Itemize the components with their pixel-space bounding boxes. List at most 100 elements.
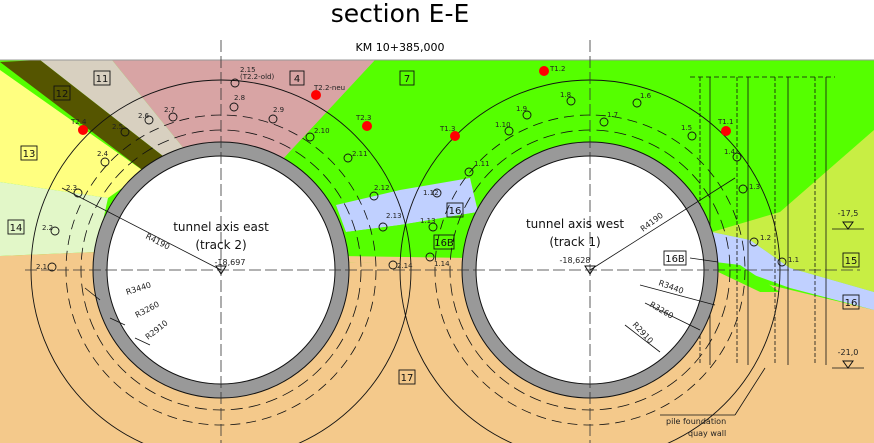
point-marker [47, 262, 57, 272]
level-marker-icon [215, 265, 227, 275]
point-label: 2.13 [386, 212, 402, 220]
point-marker [73, 188, 83, 198]
point-marker [522, 110, 532, 120]
point-marker [777, 257, 787, 267]
point-label: 2.1 [36, 263, 47, 271]
point-label: 1.1 [788, 256, 799, 264]
point-marker [168, 112, 178, 122]
point-marker [120, 127, 130, 137]
point-label: 2.10 [314, 127, 330, 135]
point-label: 2.15 [240, 66, 256, 74]
point-label: 1.3 [749, 183, 760, 191]
survey-marker-label: T1.2 [549, 65, 565, 73]
point-marker [388, 260, 398, 270]
survey-marker-label: T2.3 [355, 114, 371, 122]
point-label: 2.9 [273, 106, 284, 114]
point-label: 2.14 [397, 262, 413, 270]
point-marker [632, 98, 642, 108]
tunnel-west-name: tunnel axis west [526, 217, 624, 231]
pile-note-line2: quay wall [688, 429, 726, 438]
layer-label-16B: 16B [434, 238, 454, 249]
point-marker [749, 237, 759, 247]
chainage-label: KM 10+385,000 [356, 41, 445, 54]
point-label: 1.2 [760, 234, 771, 242]
survey-marker-dot [311, 90, 321, 100]
point-marker [50, 226, 60, 236]
layer-label-15: 15 [845, 256, 858, 267]
layer-label-17: 17 [401, 373, 414, 384]
survey-marker-label: T1.3 [439, 125, 455, 133]
point-marker [464, 167, 474, 177]
point-label: 2.12 [374, 184, 390, 192]
point-marker [599, 117, 609, 127]
radius-lines [61, 177, 766, 416]
layer-16-blue-middle [336, 178, 478, 232]
point-label: 2.7 [164, 106, 175, 114]
layer-17-right [718, 272, 874, 443]
point-label: 1.7 [607, 111, 618, 119]
point-label: 1.10 [495, 121, 511, 129]
point-marker [229, 102, 239, 112]
point-marker [305, 132, 315, 142]
point-label: 2.2 [42, 224, 53, 232]
point-label: 1.6 [640, 92, 652, 100]
point-marker [732, 152, 742, 162]
point-marker [343, 153, 353, 163]
survey-marker-dot [78, 125, 88, 135]
layer-label-14: 14 [10, 223, 23, 234]
level-upper: -17,5 [838, 209, 859, 218]
tunnel-east-elevation: -18,697 [215, 258, 246, 267]
layer-16B-right [715, 262, 780, 292]
layer-14-lightgreen [0, 182, 108, 256]
tunnel-west-elevation: -18,628 [560, 256, 591, 265]
point-marker [230, 78, 240, 88]
point-label: 2.3 [66, 184, 77, 192]
layer-label-13: 13 [23, 149, 36, 160]
point-label: 1.5 [681, 124, 692, 132]
point-label: 2.5 [112, 123, 123, 131]
pile-note-line1: pile foundation [666, 417, 726, 426]
level-marker-icon [584, 265, 596, 275]
survey-marker-label: T1.1 [717, 118, 733, 126]
point-label: 1.14 [434, 260, 450, 268]
survey-marker-dot [362, 121, 372, 131]
monitoring-points-west: 1.1 1.2 1.3 1.4 1.5 1.6 1.7 1.8 1.9 1.10… [420, 91, 799, 268]
layer-label-16: 16 [449, 206, 462, 217]
point-label: 1.11 [474, 160, 490, 168]
layer-label-11: 11 [96, 74, 109, 85]
tunnel-east-name: tunnel axis east [173, 220, 269, 234]
point-label: 1.12 [423, 189, 439, 197]
layer-label-16-right: 16 [845, 298, 858, 309]
point-label: 2.4 [97, 150, 109, 158]
point-marker [378, 222, 388, 232]
point-label: 2.6 [138, 112, 150, 120]
tunnel-east-track: (track 2) [195, 238, 246, 252]
point-label: 2.8 [234, 94, 245, 102]
section-title: section E-E [331, 0, 470, 28]
point-label: 2.11 [352, 150, 368, 158]
centerlines [25, 40, 860, 443]
point-label-old: (T2.2-old) [240, 73, 274, 81]
level-marker-icon [842, 360, 854, 369]
layer-15-yellowgreen [712, 130, 874, 292]
survey-marker-dot [721, 126, 731, 136]
point-label: 1.13 [420, 217, 436, 225]
layer-label-16B-right: 16B [665, 254, 685, 265]
point-marker [428, 222, 438, 232]
point-marker [425, 252, 435, 262]
point-marker [100, 157, 110, 167]
point-marker [504, 126, 514, 136]
level-lower: -21,0 [838, 348, 859, 357]
tunnel-west-track: (track 1) [549, 235, 600, 249]
monitoring-points-east: 2.1 2.2 2.3 2.4 2.5 2.6 2.7 2.8 2.9 2.10… [36, 66, 413, 272]
point-label: 1.9 [516, 105, 527, 113]
layer-17-middle [340, 256, 470, 266]
point-marker [268, 114, 278, 124]
layer-12-olive [0, 60, 168, 172]
point-marker [432, 188, 442, 198]
survey-markers: T2.4 T2.2-neu T2.3 T1.3 T1.2 T1.1 [70, 65, 733, 141]
survey-marker-label: T2.2-neu [313, 84, 345, 92]
point-label: 1.4 [724, 148, 736, 156]
point-marker [369, 191, 379, 201]
